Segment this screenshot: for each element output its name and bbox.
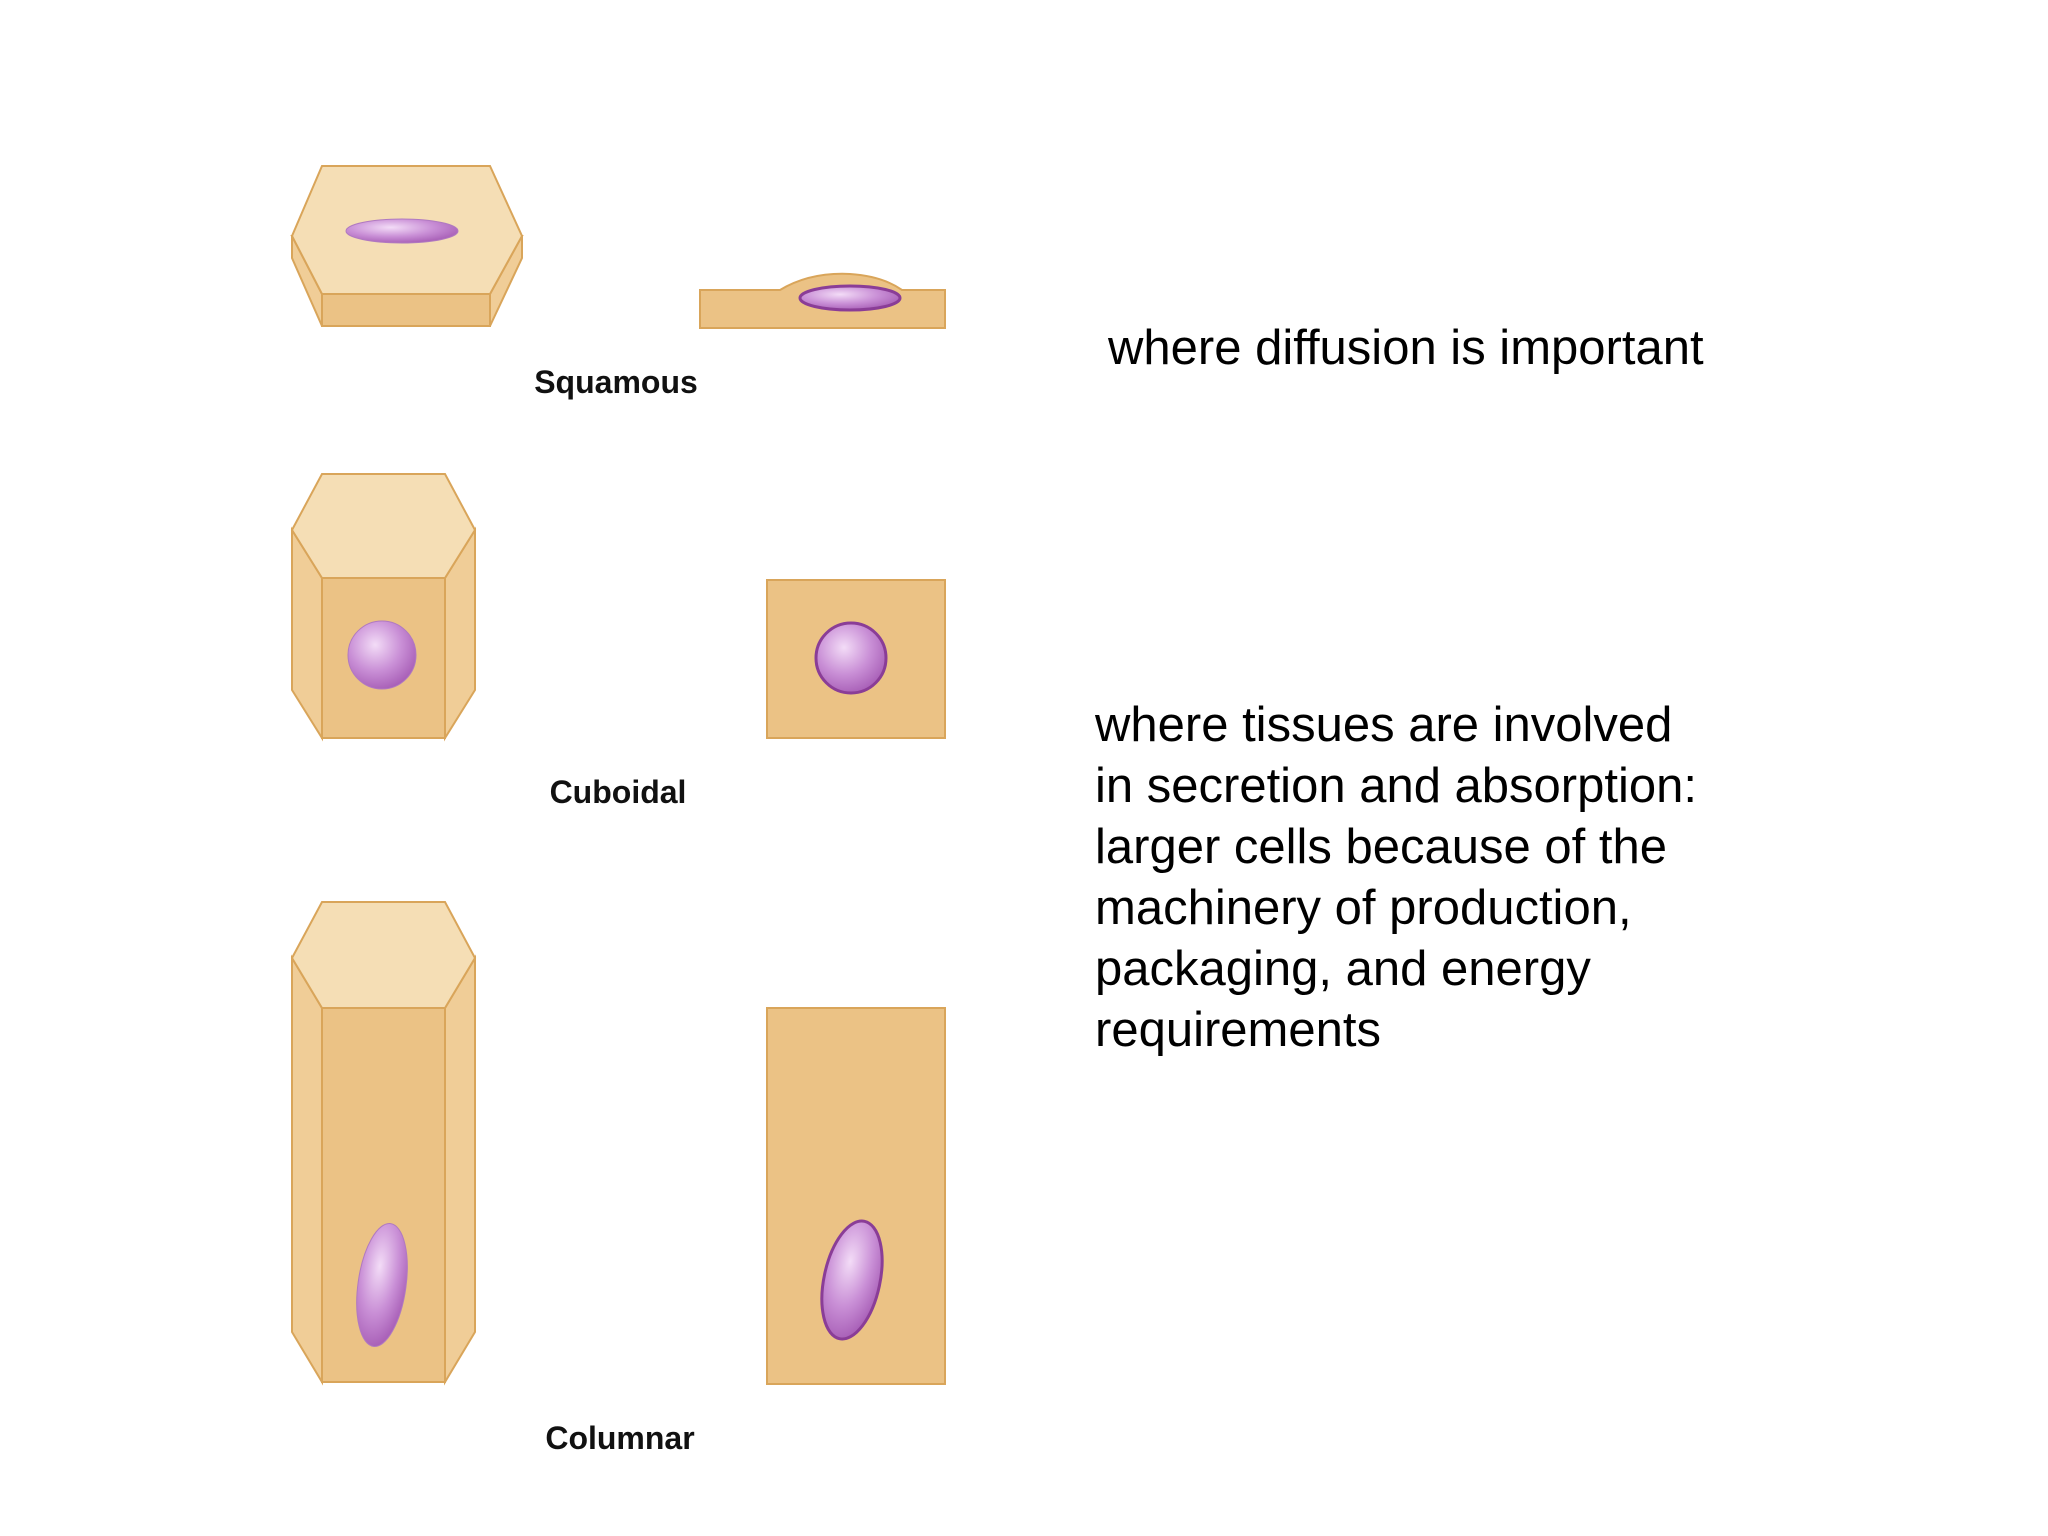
squamous-note: where diffusion is important xyxy=(1108,321,1704,375)
squamous-side-nucleus xyxy=(798,284,902,312)
squamous-3d-nucleus xyxy=(345,218,459,244)
squamous-3d-cell xyxy=(290,165,524,327)
squamous-side-cell xyxy=(699,272,946,329)
cuboidal-3d-nucleus xyxy=(347,620,417,690)
secretion-absorption-note: where tissues are involved in secretion … xyxy=(1095,698,1697,1057)
cuboidal-side-nucleus xyxy=(814,621,888,695)
squamous-label: Squamous xyxy=(534,364,698,400)
columnar-3d-nucleus xyxy=(356,1223,408,1347)
cuboidal-3d-cell xyxy=(290,473,477,742)
columnar-3d-cell xyxy=(290,901,477,1386)
cuboidal-side-cell xyxy=(766,579,946,739)
columnar-side-cell xyxy=(766,1007,946,1385)
columnar-side-nucleus xyxy=(820,1219,884,1341)
columnar-label: Columnar xyxy=(545,1420,694,1456)
cuboidal-label: Cuboidal xyxy=(550,774,687,810)
